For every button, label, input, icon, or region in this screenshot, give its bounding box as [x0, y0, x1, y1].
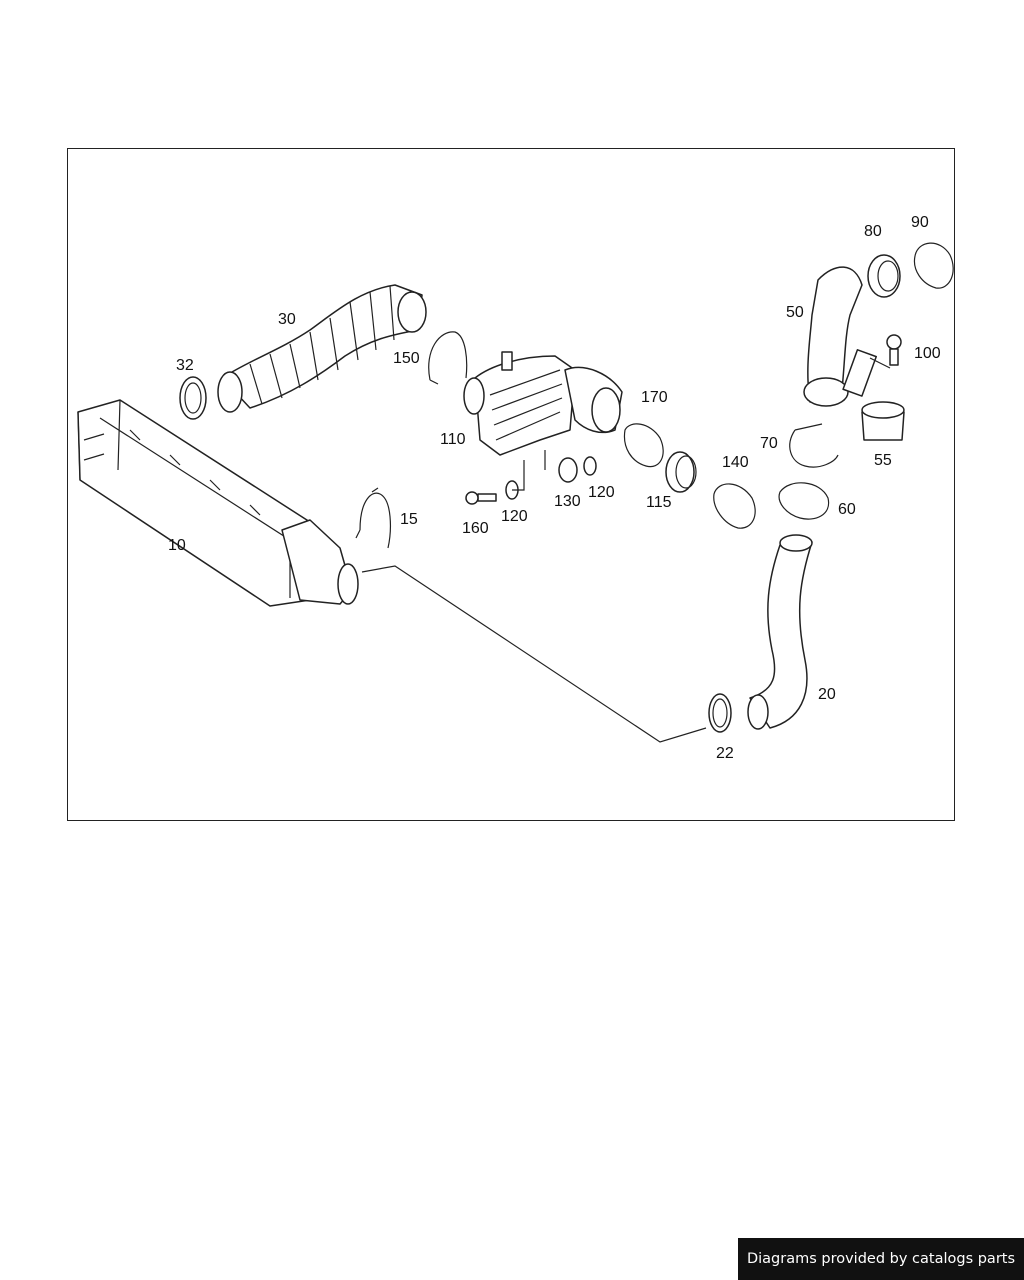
callout-115: 115: [646, 494, 672, 511]
callout-160: 160: [462, 520, 489, 537]
callout-15: 15: [400, 511, 418, 528]
sleeve-part-115[interactable]: [665, 451, 697, 493]
clamp-part-140[interactable]: [713, 483, 756, 529]
diagram-frame: [67, 148, 955, 821]
callout-120-a: 120: [501, 508, 528, 525]
callout-55: 55: [874, 452, 892, 469]
elbow-part-50[interactable]: [803, 266, 877, 407]
callout-170: 170: [641, 389, 668, 406]
callout-140: 140: [722, 454, 749, 471]
clamp-part-170[interactable]: [623, 423, 664, 468]
callout-80: 80: [864, 223, 882, 240]
intercooler-part-10[interactable]: [77, 399, 359, 607]
ring-part-32[interactable]: [179, 376, 207, 420]
cap-part-55[interactable]: [861, 401, 905, 441]
clip-part-15[interactable]: [355, 487, 391, 549]
callout-70: 70: [760, 435, 778, 452]
callout-120-b: 120: [588, 484, 615, 501]
bolt-part-160[interactable]: [465, 491, 497, 505]
hose-part-30[interactable]: [217, 284, 427, 413]
callout-labels: 10 15 20 22 30 32 50 55 60 70 80 90 100 …: [168, 214, 941, 762]
callout-50: 50: [786, 304, 804, 321]
housing-part-110[interactable]: [463, 351, 623, 456]
callout-22: 22: [716, 745, 734, 762]
pipe-part-20[interactable]: [747, 534, 813, 730]
callout-20: 20: [818, 686, 836, 703]
clamp-part-60[interactable]: [778, 482, 830, 520]
bolt-part-100[interactable]: [869, 334, 902, 369]
callout-10: 10: [168, 537, 186, 554]
callout-90: 90: [911, 214, 929, 231]
clamp-part-90[interactable]: [913, 242, 954, 289]
callout-150: 150: [393, 350, 420, 367]
washer-part-120-b[interactable]: [583, 456, 597, 476]
footer-credit: Diagrams provided by catalogs parts: [738, 1238, 1024, 1280]
callout-130: 130: [554, 493, 581, 510]
ring-part-22[interactable]: [708, 693, 732, 733]
callout-100: 100: [914, 345, 941, 362]
callout-32: 32: [176, 357, 194, 374]
clip-part-150[interactable]: [428, 331, 468, 385]
grommet-part-130[interactable]: [558, 457, 578, 483]
callout-30: 30: [278, 311, 296, 328]
clip-part-70[interactable]: [789, 423, 839, 468]
callout-110: 110: [440, 431, 466, 448]
sleeve-part-80[interactable]: [867, 254, 901, 298]
callout-60: 60: [838, 501, 856, 518]
